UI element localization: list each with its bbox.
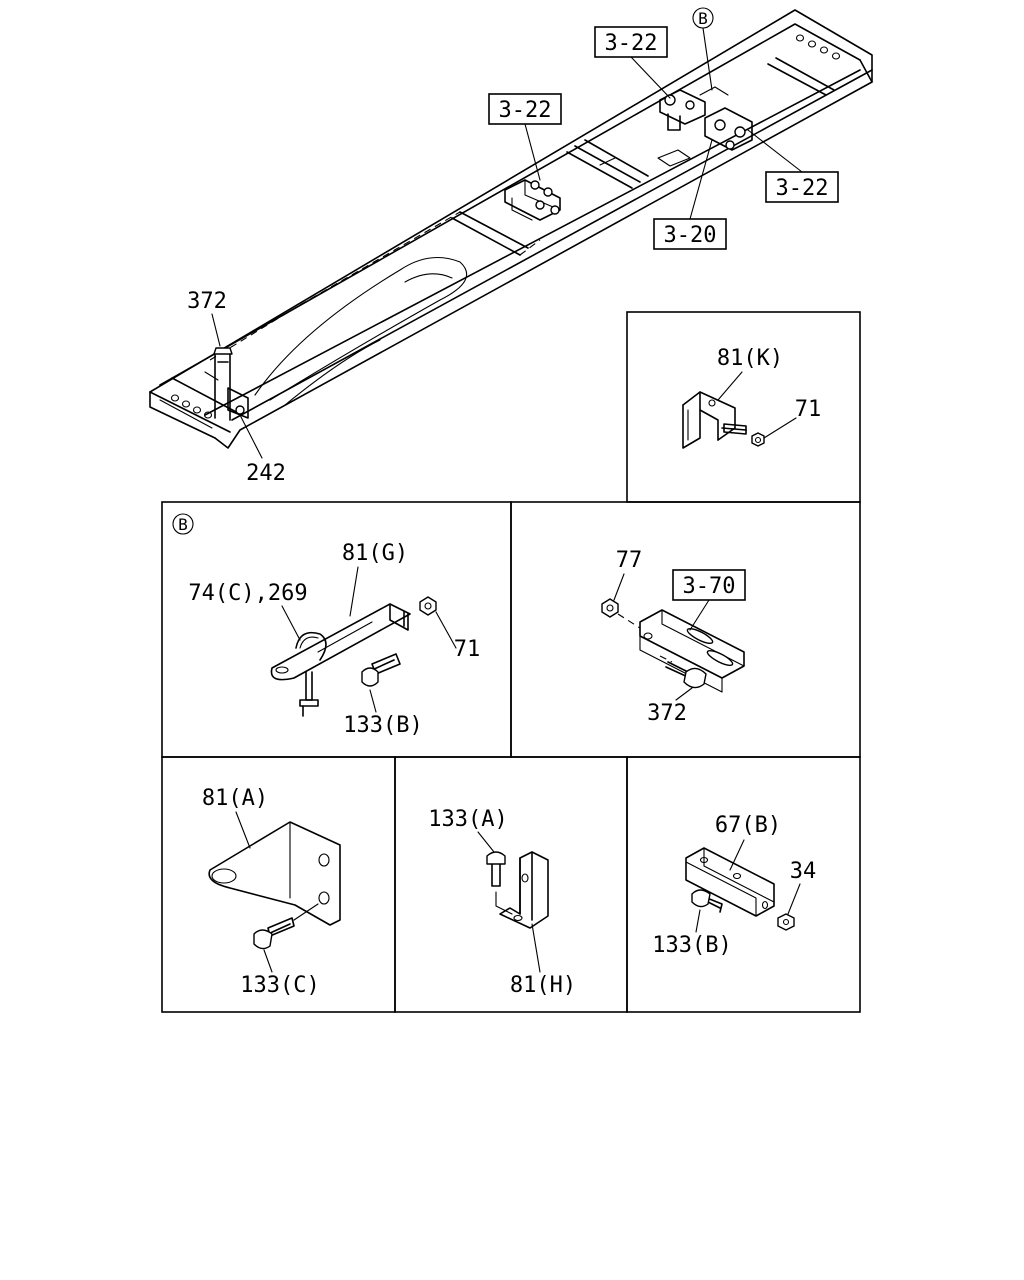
label-81a: 81(A) (202, 786, 268, 811)
frame-end-holes (170, 34, 841, 419)
panel-3-70: 3-70 77 372 (601, 548, 746, 726)
callout-3-20-text: 3-20 (664, 223, 717, 248)
panel-67b: 67(B) 34 133(B) (652, 813, 816, 958)
label-81k: 81(K) (717, 346, 783, 371)
label-67b: 67(B) (715, 813, 781, 838)
label-133b-panel-b: 133(B) (343, 713, 422, 738)
callout-242-frame[interactable]: 242 (239, 414, 286, 486)
callout-3-22-top-text: 3-22 (605, 31, 658, 56)
callout-3-20[interactable]: 3-20 (653, 139, 727, 250)
label-77: 77 (616, 548, 643, 573)
callout-3-22-left[interactable]: 3-22 (488, 93, 562, 181)
callout-372-frame[interactable]: 372 (187, 289, 227, 347)
label-71-k: 71 (795, 397, 822, 422)
label-81g: 81(G) (342, 541, 408, 566)
detail-b-marker-panel-text: B (178, 515, 188, 534)
label-81h: 81(H) (510, 973, 576, 998)
detail-b-marker-panel[interactable]: B (172, 513, 194, 535)
panel-81a: 81(A) 133(C) (202, 786, 341, 998)
valve-assembly-front (657, 86, 753, 167)
label-372-panel: 372 (647, 701, 687, 726)
panel-81h: 133(A) 81(H) (428, 807, 576, 998)
callout-242-frame-text: 242 (246, 461, 286, 486)
label-133b-panel-67b: 133(B) (652, 933, 731, 958)
label-71-b: 71 (454, 637, 481, 662)
detail-b-marker-top-text: B (698, 9, 708, 28)
chassis-frame (149, 9, 873, 449)
detail-b-marker-top[interactable]: B (692, 7, 714, 91)
valve-assembly-center (504, 179, 561, 221)
detail-panel-grid (161, 311, 861, 1013)
callout-3-22-left-text: 3-22 (499, 98, 552, 123)
label-34: 34 (790, 859, 817, 884)
panel-81k: 81(K) 71 (682, 346, 822, 449)
label-74c-269: 74(C),269 (188, 581, 307, 606)
callout-3-70-text: 3-70 (683, 574, 736, 599)
callout-3-70[interactable]: 3-70 (672, 569, 746, 631)
label-133c: 133(C) (240, 973, 319, 998)
panel-b-81g: B 81(G) 74(C),269 71 133(B) (172, 513, 481, 738)
callout-3-22-right[interactable]: 3-22 (747, 129, 839, 203)
rear-bracket-assembly (204, 347, 249, 421)
callout-3-22-top[interactable]: 3-22 (594, 26, 671, 99)
callout-372-frame-text: 372 (187, 289, 227, 314)
label-133a: 133(A) (428, 807, 507, 832)
callout-3-22-right-text: 3-22 (776, 176, 829, 201)
